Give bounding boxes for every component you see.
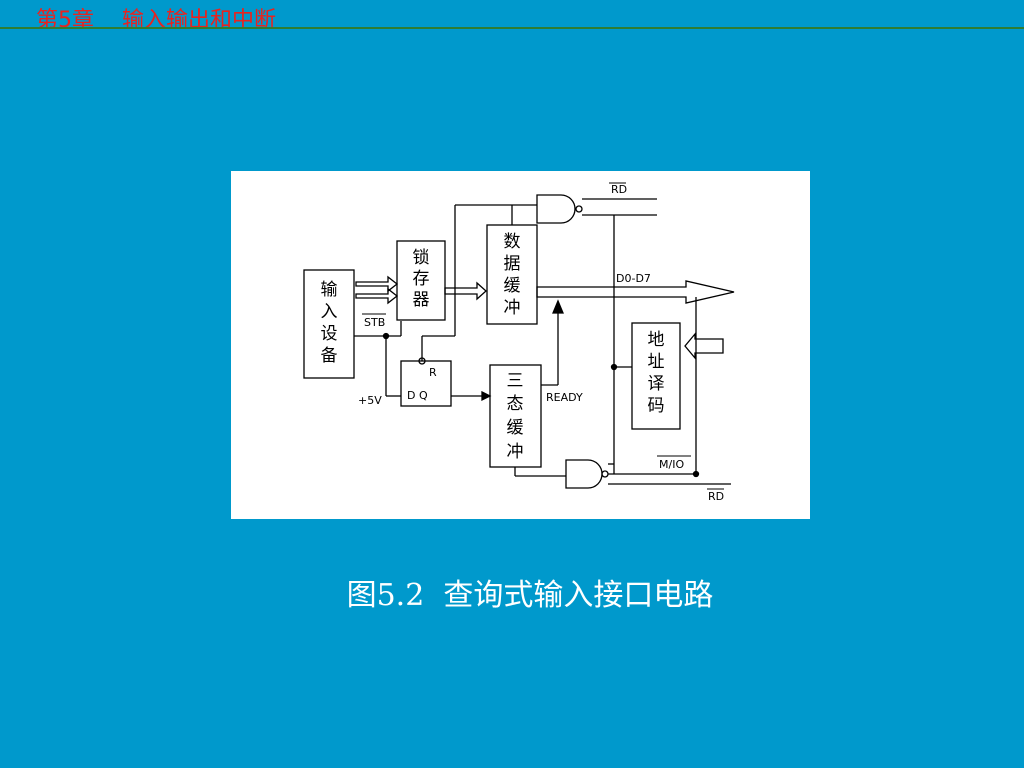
input-device-label: 输 入 设 备: [321, 280, 338, 366]
input-device-char-4: 备: [321, 346, 338, 366]
latch-char-1: 锁: [413, 248, 430, 268]
bottom-gate-bubble: [601, 470, 609, 478]
mio-junction: [692, 470, 700, 478]
ff-r-label: R: [429, 366, 437, 379]
circuit-diagram: 输 入 设 备 STB 锁 存 器 数 据 缓 冲: [231, 171, 810, 519]
input-device-block: [303, 269, 355, 379]
tristate-char-2: 态: [507, 394, 524, 414]
latch-block: [396, 240, 446, 321]
data-buffer-char-1: 数: [504, 232, 521, 252]
decoder-char-4: 码: [648, 396, 665, 416]
rd-bottom-label: RD: [708, 490, 724, 503]
top-gate: [536, 194, 576, 224]
latch-label: 锁 存 器: [413, 248, 430, 310]
data-buffer-label: 数 据 缓 冲: [504, 232, 521, 318]
top-gate-bubble: [575, 205, 583, 213]
input-device-char-2: 入: [321, 302, 338, 322]
input-device-char-3: 设: [321, 324, 338, 344]
decoder-char-2: 址: [648, 352, 665, 372]
data-buffer-char-4: 冲: [504, 298, 521, 318]
m-io-label: M/IO: [659, 458, 684, 471]
data-bus-arrow: [536, 280, 735, 304]
d0-d7-label: D0-D7: [616, 272, 651, 285]
rd-top-label: RD: [611, 183, 627, 196]
data-arrow-1: [355, 275, 399, 293]
data-buffer-char-2: 据: [504, 254, 521, 274]
stb-label: STB: [364, 316, 385, 329]
data-arrow-2: [355, 287, 399, 305]
address-decoder-label: 地 址 译 码: [648, 330, 665, 416]
latch-char-2: 存: [413, 269, 430, 289]
tristate-char-4: 冲: [507, 442, 524, 462]
address-bus-arrow: [684, 332, 724, 360]
tristate-char-3: 缓: [507, 418, 524, 438]
figure-caption: 图5.2 查询式输入接口电路: [346, 578, 714, 613]
chapter-title: 第5章 输入输出和中断: [36, 8, 276, 33]
input-device-char-1: 输: [321, 280, 338, 300]
tristate-label: 三 态 缓 冲: [507, 371, 524, 462]
bottom-gate: [565, 459, 603, 489]
address-decoder-block: [631, 322, 681, 430]
decoder-junction: [610, 363, 618, 371]
header-divider: [0, 27, 1024, 29]
decoder-char-3: 译: [648, 374, 665, 394]
ready-arrowhead: [552, 299, 564, 314]
data-buffer-char-3: 缓: [504, 276, 521, 296]
decoder-char-1: 地: [648, 330, 665, 350]
flipflop-block: [400, 360, 452, 407]
ff-r-bubble: [418, 357, 426, 365]
plus5v-label: +5V: [358, 394, 382, 407]
ff-dq-label: D Q: [407, 389, 428, 402]
slide-header: 第5章 输入输出和中断: [0, 0, 1024, 33]
latch-to-buffer-arrow: [444, 281, 487, 301]
ff-out-arrowhead: [481, 390, 492, 402]
latch-char-3: 器: [413, 290, 430, 310]
ready-label: READY: [546, 391, 583, 404]
tristate-char-1: 三: [507, 371, 524, 391]
